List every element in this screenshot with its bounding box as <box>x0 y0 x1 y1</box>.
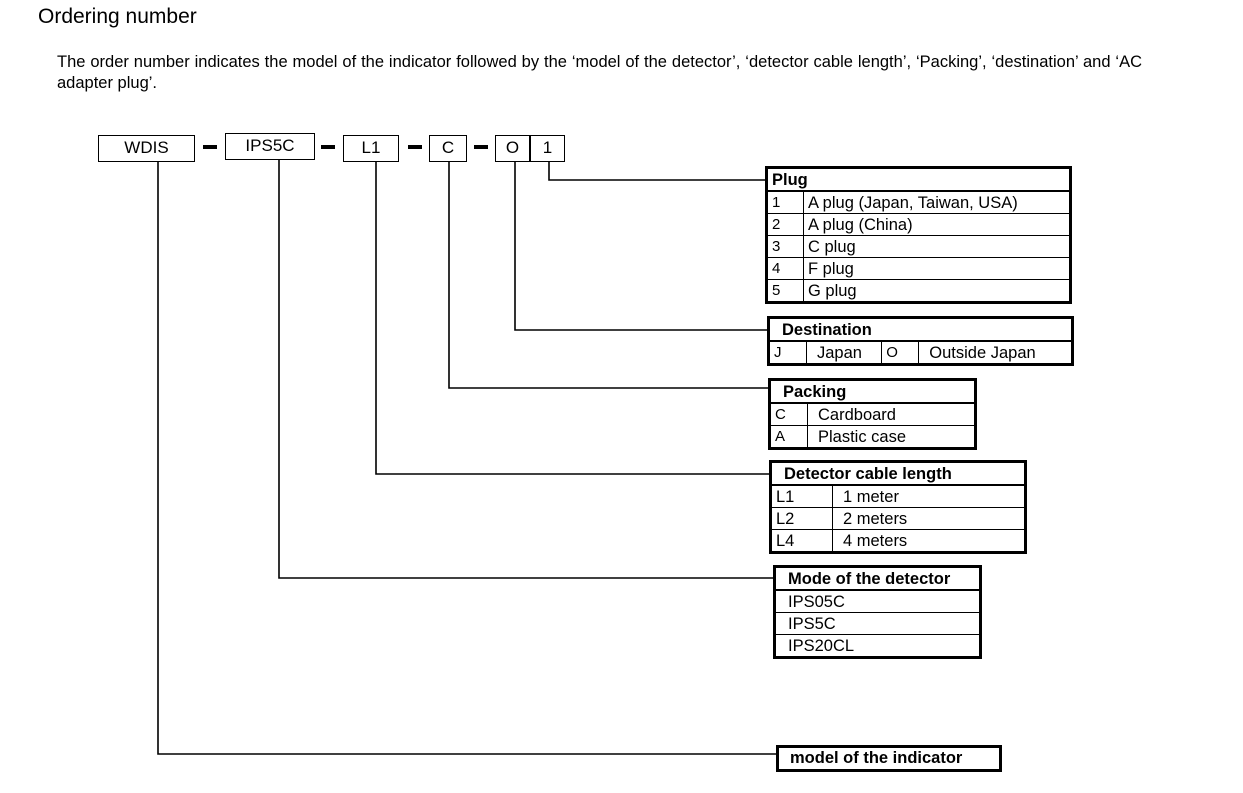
connector-indicator <box>157 160 777 755</box>
code-destination-box: O <box>495 135 530 162</box>
option-value: Japan <box>805 340 883 365</box>
code-dash <box>408 145 422 149</box>
connector-destination <box>514 160 769 331</box>
option-code: A <box>769 425 808 449</box>
destination-table: Destination J Japan O Outside Japan <box>767 316 1074 366</box>
option-value: F plug <box>803 257 1071 280</box>
detector-table-title: Mode of the detector <box>774 566 981 591</box>
plug-table-title: Plug <box>766 167 1071 192</box>
table-row: IPS20CL <box>774 634 981 658</box>
code-indicator-box: WDIS <box>98 135 195 162</box>
code-dash <box>321 145 335 149</box>
option-code: 4 <box>766 257 804 280</box>
option-value: IPS5C <box>774 612 981 635</box>
option-value: G plug <box>803 279 1071 303</box>
table-row: IPS5C <box>774 612 981 635</box>
option-code: L1 <box>770 484 833 508</box>
option-value: A plug (Japan, Taiwan, USA) <box>803 190 1071 214</box>
option-value: A plug (China) <box>803 213 1071 236</box>
code-cable-box: L1 <box>343 135 399 162</box>
option-code: C <box>769 402 808 426</box>
intro-paragraph: The order number indicates the model of … <box>57 53 1142 92</box>
connector-cable <box>375 160 771 475</box>
page-heading: Ordering number <box>38 5 197 28</box>
code-detector-box: IPS5C <box>225 133 315 160</box>
table-row: IPS05C <box>774 589 981 613</box>
indicator-model-label: model of the indicator <box>776 745 1002 772</box>
table-row: J Japan O Outside Japan <box>768 340 1073 365</box>
destination-table-title: Destination <box>768 317 1073 342</box>
option-code: 3 <box>766 235 804 258</box>
option-value: Plastic case <box>807 425 976 449</box>
connector-plug <box>548 160 767 181</box>
code-packing-box: C <box>429 135 467 162</box>
option-value: 2 meters <box>832 507 1026 530</box>
option-code: O <box>881 340 920 365</box>
option-value: Cardboard <box>807 402 976 426</box>
option-code: 5 <box>766 279 804 303</box>
option-value: C plug <box>803 235 1071 258</box>
connector-detector <box>278 160 775 579</box>
code-plug-box: 1 <box>530 135 565 162</box>
option-value: 1 meter <box>832 484 1026 508</box>
detector-model-table: Mode of the detector IPS05C IPS5C IPS20C… <box>773 565 982 659</box>
option-code: L2 <box>770 507 833 530</box>
option-value: 4 meters <box>832 529 1026 553</box>
code-dash <box>474 145 488 149</box>
option-code: 1 <box>766 190 804 214</box>
connector-packing <box>448 160 770 389</box>
option-value: IPS20CL <box>774 634 981 658</box>
option-code: L4 <box>770 529 833 553</box>
option-code: J <box>768 340 807 365</box>
cable-table-title: Detector cable length <box>770 461 1026 486</box>
packing-table-title: Packing <box>769 379 976 404</box>
option-code: 2 <box>766 213 804 236</box>
option-value: Outside Japan <box>918 340 1073 365</box>
code-dash <box>203 145 217 149</box>
option-value: IPS05C <box>774 589 981 613</box>
